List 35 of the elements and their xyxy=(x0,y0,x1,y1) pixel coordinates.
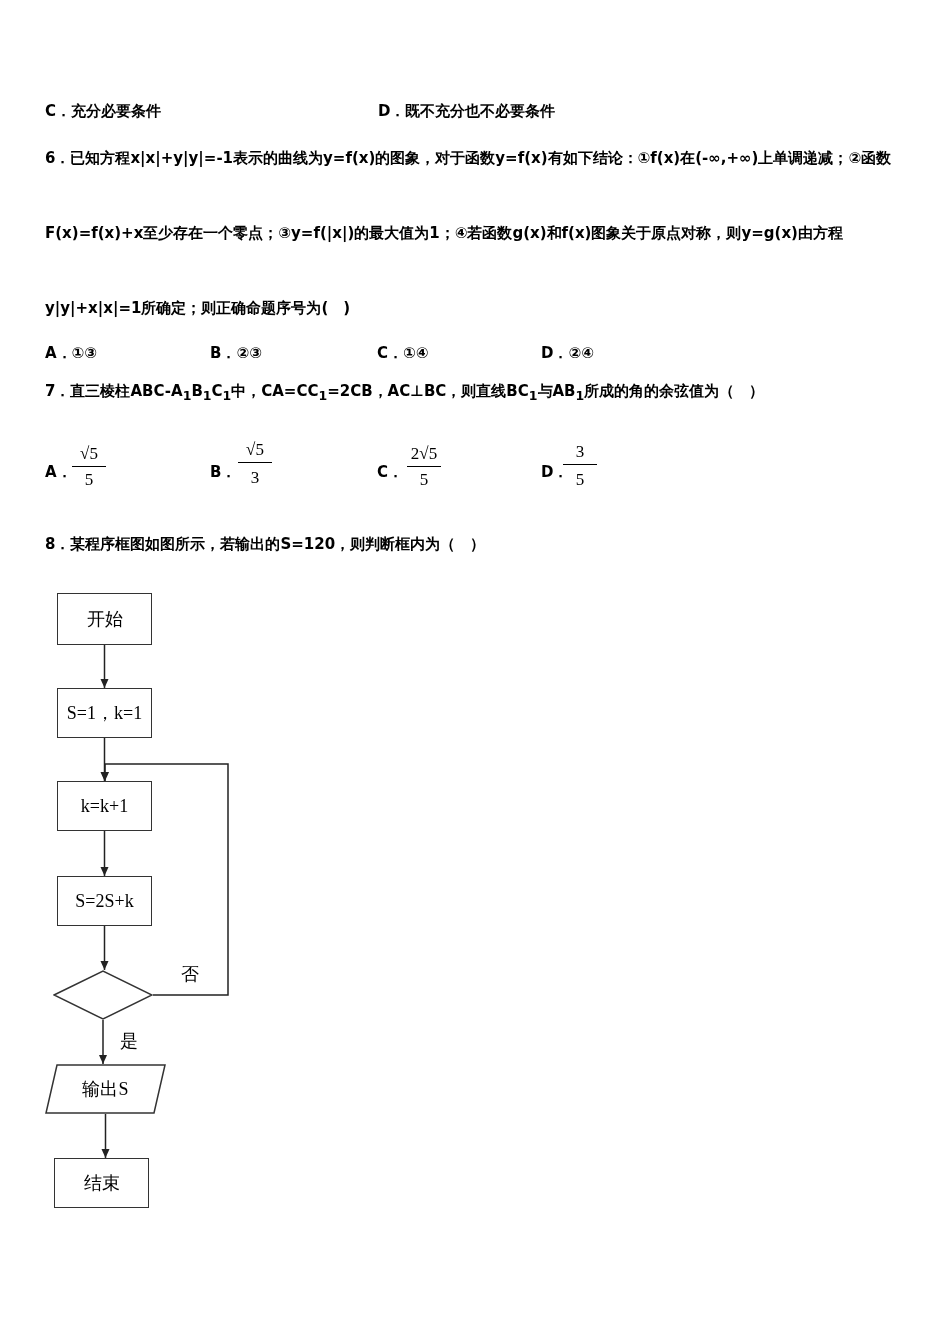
answer-option: A．①③ xyxy=(45,344,97,363)
answer-option: D．②④ xyxy=(541,344,594,363)
answer-option: A． xyxy=(45,463,72,482)
edge-label: 是 xyxy=(118,1029,140,1053)
start-box: 开始 xyxy=(57,593,152,645)
question-text: 8．某程序框图如图所示，若输出的S=120，则判断框内为（ ） xyxy=(45,535,486,554)
process-box: S=2S+k xyxy=(57,876,152,926)
arrow xyxy=(101,1113,110,1159)
arrow xyxy=(100,925,109,971)
process-box: S=1，k=1 xyxy=(57,688,152,738)
answer-option: C．充分必要条件 xyxy=(45,102,161,121)
fraction-denominator: 5 xyxy=(418,470,430,490)
answer-option: B．②③ xyxy=(210,344,262,363)
fraction-numerator: 3 xyxy=(563,442,597,465)
answer-option: C．①④ xyxy=(377,344,429,363)
fraction-numerator: √5 xyxy=(238,440,272,463)
question-text: 7．直三棱柱ABC-A$_{1}$B$_{1}$C$_{1}$中，CA=CC$_{1}$=2CB，AC⊥BC，则直线BC$_{1}$与AB$_{1}$所成的角的余弦值为（ ） xyxy=(45,382,765,403)
fraction-denominator: 5 xyxy=(574,470,586,490)
answer-option: B． xyxy=(210,463,237,482)
answer-option: C． xyxy=(377,463,403,482)
fraction-numerator: 2√5 xyxy=(407,444,441,467)
decision-diamond xyxy=(53,970,153,1020)
answer-option: D． xyxy=(541,463,569,482)
answer-option: D．既不充分也不必要条件 xyxy=(378,102,556,121)
arrow xyxy=(99,1019,107,1065)
arrow xyxy=(100,644,109,689)
output-parallelogram: 输出S xyxy=(45,1064,166,1114)
fraction-numerator: √5 xyxy=(72,444,106,467)
fraction-denominator: 3 xyxy=(249,468,261,488)
end-box: 结束 xyxy=(54,1158,149,1208)
arrow xyxy=(100,830,109,877)
arrow xyxy=(101,763,229,996)
process-box: k=k+1 xyxy=(57,781,152,831)
question-text: 6．已知方程x|x|+y|y|=-1表示的曲线为y=f(x)的图象，对于函数y=f(x)有如下结论：①f(x)在(-∞,+∞)上单调递减；②函数F(x)=f(x)+x至少存在一个零点；③y=f(|x|)的最大值为1；④若函数g(x)和f(x)图象关于原点对称，则y=g(x)由方程y|y|+x|x|=1所确定；则正确命题序号为( ) xyxy=(45,148,893,319)
fraction-denominator: 5 xyxy=(83,470,95,490)
